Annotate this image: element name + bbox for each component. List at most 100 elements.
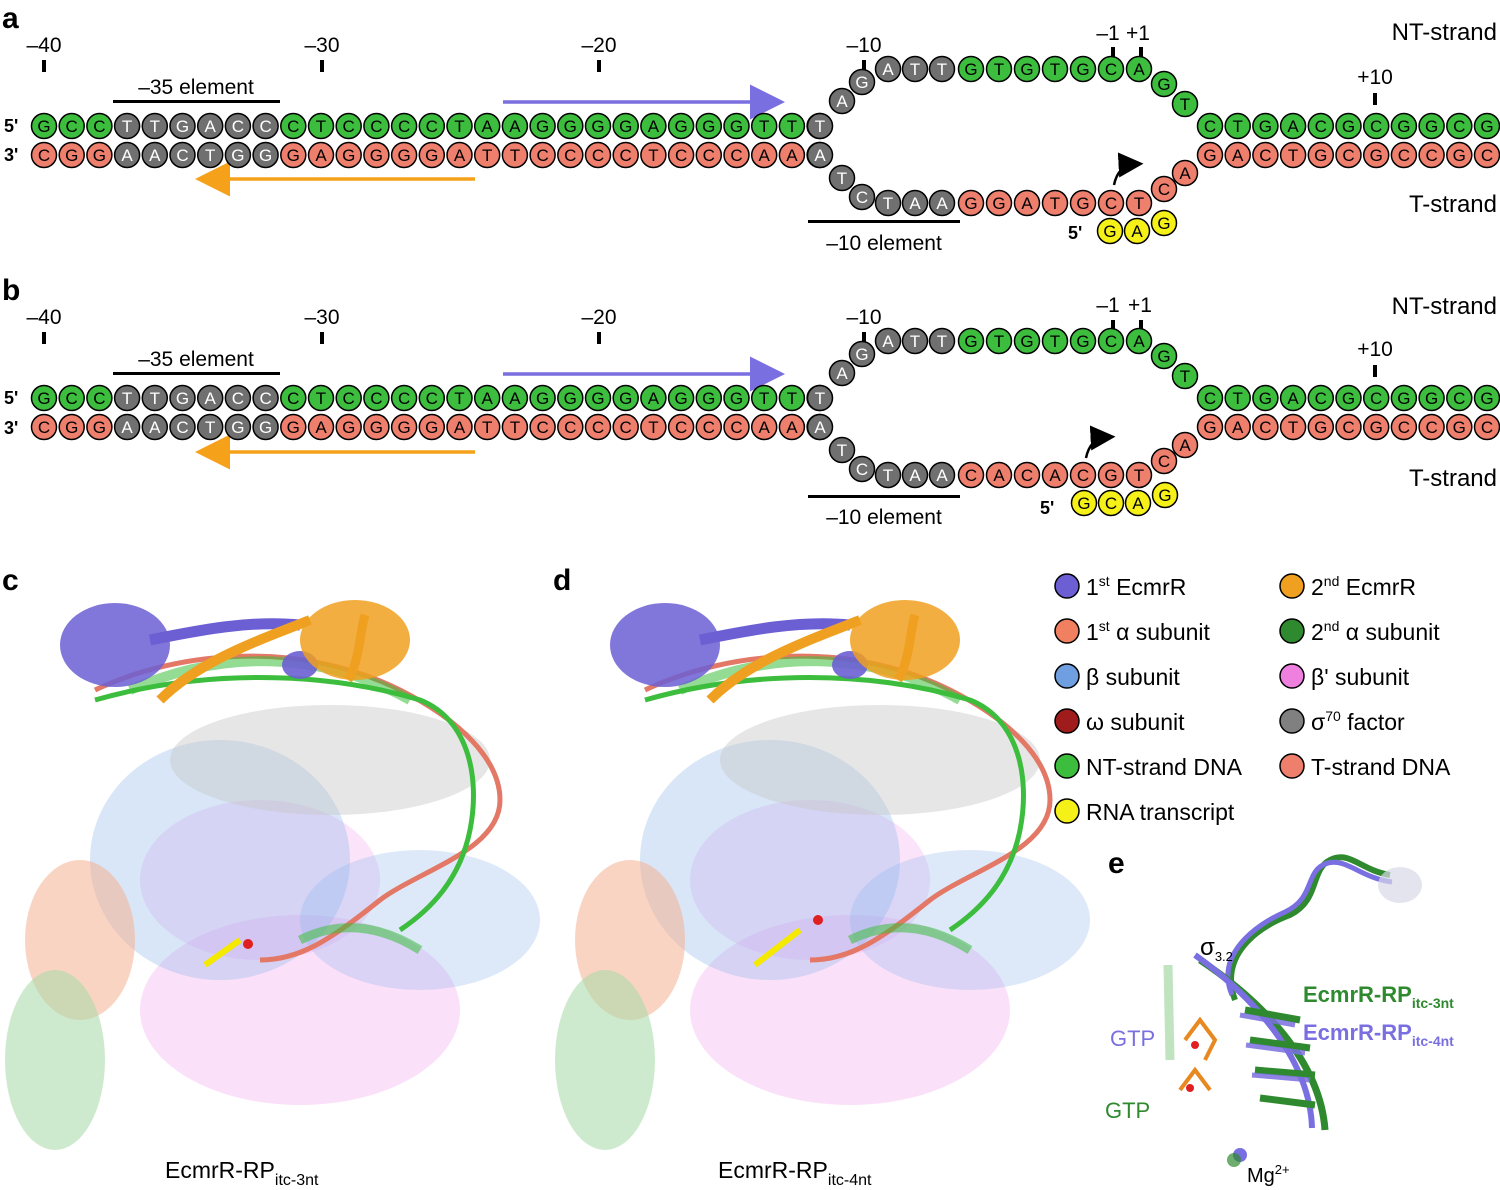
nt-base-circle [58,112,85,140]
caption-d: EcmrR-RPitc-4nt [718,1157,872,1189]
t-base-circle [363,141,390,169]
ecmrr-first [60,603,170,687]
nt-down-base-circle [1390,112,1418,140]
nt-base: C [232,117,244,136]
legend-label: 2nd EcmrR [1311,573,1416,600]
t-base: G [425,146,438,165]
nt-strand-dna [94,675,476,933]
legend-label: β subunit [1086,664,1180,690]
nt-down-base-circle [1446,384,1473,412]
t-base-circle [113,141,141,169]
t-base: C [38,146,50,165]
nt-strand-dna [644,675,1026,933]
rna-base: C [1105,494,1117,513]
panel-letter-b: b [2,274,20,307]
t-base: T [205,418,215,437]
t-bubble-base: G [964,194,977,213]
base-stack [1244,1006,1316,1109]
ecmrr-first-helix [148,618,301,646]
t-base: G [342,146,355,165]
caption-c: EcmrR-RPitc-3nt [165,1157,319,1189]
t-down-base-circle [1279,141,1307,169]
nt-base-circle [86,384,113,412]
nt-base-circle [141,112,169,140]
nt-down-base: C [1453,389,1465,408]
legend-label: σ70 factor [1311,708,1405,735]
rna-transcript [753,927,802,968]
t-base-circle [640,413,667,441]
nt-down-base: C [1370,117,1382,136]
t-base: T [482,418,492,437]
nt-base: A [205,389,217,408]
legend-label-superscript: st [1099,618,1110,634]
legend-swatch [1054,618,1080,644]
beta-prime-subunit [690,800,930,960]
t-base: C [564,146,576,165]
caption-d-main: EcmrR-RP [718,1157,828,1183]
t-down-base: C [1425,418,1437,437]
nt-bubble-base: G [1076,332,1089,351]
t-down-base: C [1259,146,1271,165]
t-bubble-base-circle [848,183,876,211]
t-down-base-circle [1279,413,1307,441]
nt-down-base: C [1204,117,1216,136]
t-bubble-base-circle [806,141,834,169]
rna-base: A [1131,222,1143,241]
t-base-circle [390,141,418,169]
nt-base-circle [30,112,58,140]
nt-base-circle [280,384,307,412]
t-bubble-base: A [909,194,921,213]
nt-bubble-base: G [855,345,868,364]
tick-label-minus10: –10 [846,306,881,329]
legend-label: T-strand DNA [1311,754,1451,780]
tick-mark [862,60,866,72]
nt-down-base: G [1425,389,1438,408]
tick-label-minus40: –40 [26,34,61,57]
label-4nt-main: EcmrR-RP [1303,1020,1412,1045]
t-bubble-base: A [1049,466,1061,485]
t-down-base-circle [1224,141,1251,169]
legend-label-text: 1 [1086,574,1099,600]
nt-bubble-base-circle [1069,55,1097,83]
sigma32-loop-3nt [1228,854,1391,1002]
nt-base: C [343,117,355,136]
nt-base: G [702,117,715,136]
nt-down-base: G [1480,117,1493,136]
nt-down-base: T [1233,117,1243,136]
t-base-circle [640,141,667,169]
t-bubble-base: C [1158,180,1170,199]
t-down-base: T [1288,418,1298,437]
nt-base-circle [778,112,806,140]
nt-down-base-circle [1279,384,1307,412]
nt-base: G [176,117,189,136]
nt-base-circle [252,384,279,412]
nt-bubble-base-circle [806,112,834,140]
t-base: A [759,418,771,437]
nt-base-circle [584,112,612,140]
tick-label-plus10: +10 [1357,66,1393,89]
ecmrr-second-helix [344,613,370,683]
t-down-base: C [1259,418,1271,437]
t-bubble-base: T [1134,466,1144,485]
t-base-circle [307,413,335,441]
t-bubble-base: C [856,460,868,479]
t-base: T [510,418,520,437]
nt-base: T [316,389,326,408]
label-4nt-subscript: itc-4nt [1412,1033,1454,1049]
t-base-circle [196,141,224,169]
tick-mark [42,332,46,344]
gtp-label-4nt: GTP [1110,1026,1155,1051]
nt-bubble-base-circle [1171,90,1199,118]
t-down-base: G [1370,146,1383,165]
nt-down-base-circle [1224,384,1251,412]
legend-swatch [1054,708,1080,734]
nt-base: C [232,389,244,408]
legend-label-text: RNA transcript [1086,799,1235,825]
nt-base: C [287,389,299,408]
t-down-base-circle [1252,141,1279,169]
t-base: G [397,418,410,437]
tick-mark [597,60,601,72]
t-bubble-base: A [936,194,948,213]
nt-base: A [509,117,521,136]
t-down-base-circle [1446,141,1473,169]
